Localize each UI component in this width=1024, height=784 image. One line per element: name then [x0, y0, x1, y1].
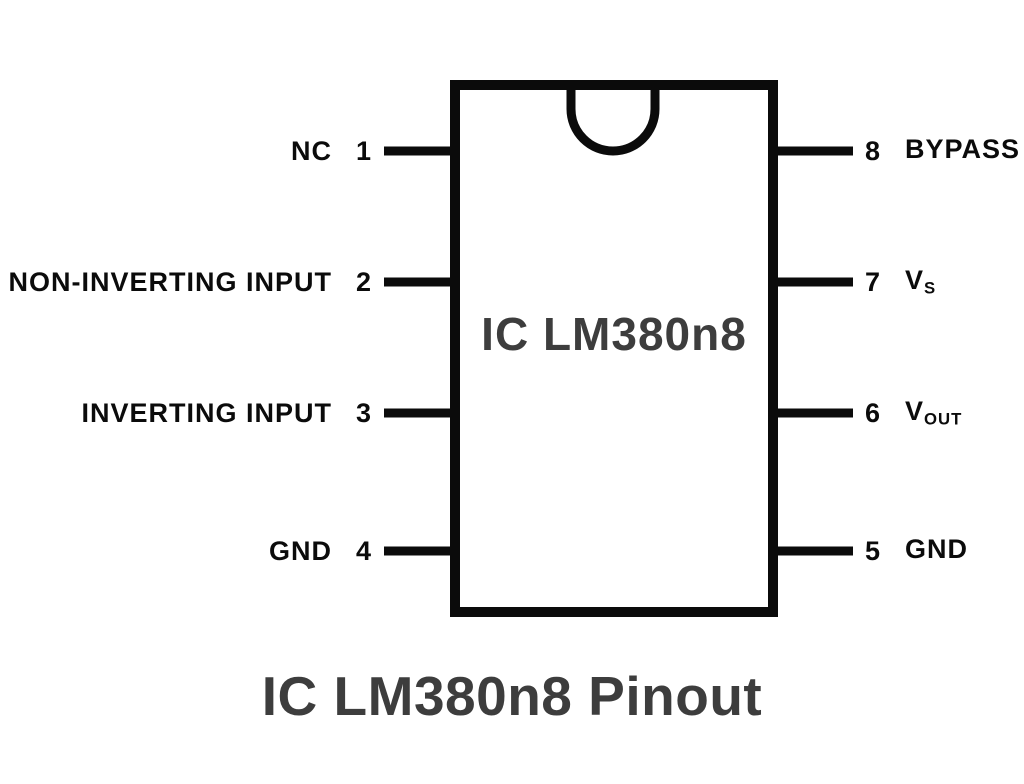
pin-6-number: 6 [865, 397, 882, 428]
pin-7-label-subscript: S [924, 278, 937, 298]
orientation-notch-icon [566, 85, 660, 156]
pin-6-label-text: V [905, 396, 925, 427]
pin-1-number: 1 [355, 135, 372, 166]
pin-8-label-text: BYPASS [905, 134, 1021, 165]
pin-3-number: 3 [355, 397, 372, 428]
pin-8-label: BYPASS [905, 134, 1020, 168]
pin-row-3: INVERTING INPUT 3 [0, 395, 372, 431]
pin-2-number: 2 [355, 266, 372, 297]
pin-4-label: GND [269, 535, 332, 566]
pin-5-label-text: GND [905, 534, 968, 565]
pin-row-7: 7 VS [865, 264, 936, 300]
pin-4-number: 4 [355, 535, 372, 566]
pin-row-1: NC 1 [0, 133, 372, 169]
pin-row-5: 5 GND [865, 533, 968, 569]
pin-3-label: INVERTING INPUT [81, 397, 332, 428]
pin-7-number: 7 [865, 266, 882, 297]
pin-row-2: NON-INVERTING INPUT 2 [0, 264, 372, 300]
pin-row-6: 6 VOUT [865, 395, 962, 431]
pin-1-label: NC [291, 135, 332, 166]
pin-7-label: VS [905, 265, 936, 299]
pin-row-4: GND 4 [0, 533, 372, 569]
page-title: IC LM380n8 Pinout [261, 665, 763, 727]
pin-5-label: GND [905, 534, 968, 568]
pin-6-label-subscript: OUT [924, 409, 963, 429]
ic-body [450, 80, 778, 617]
pin-6-label: VOUT [905, 396, 962, 430]
pin-5-number: 5 [865, 535, 882, 566]
pin-7-label-text: V [905, 265, 925, 296]
pin-row-8: 8 BYPASS [865, 133, 1020, 169]
pin-8-number: 8 [865, 135, 882, 166]
pin-2-label: NON-INVERTING INPUT [8, 266, 332, 297]
chip-name-label: IC LM380n8 [481, 308, 747, 360]
